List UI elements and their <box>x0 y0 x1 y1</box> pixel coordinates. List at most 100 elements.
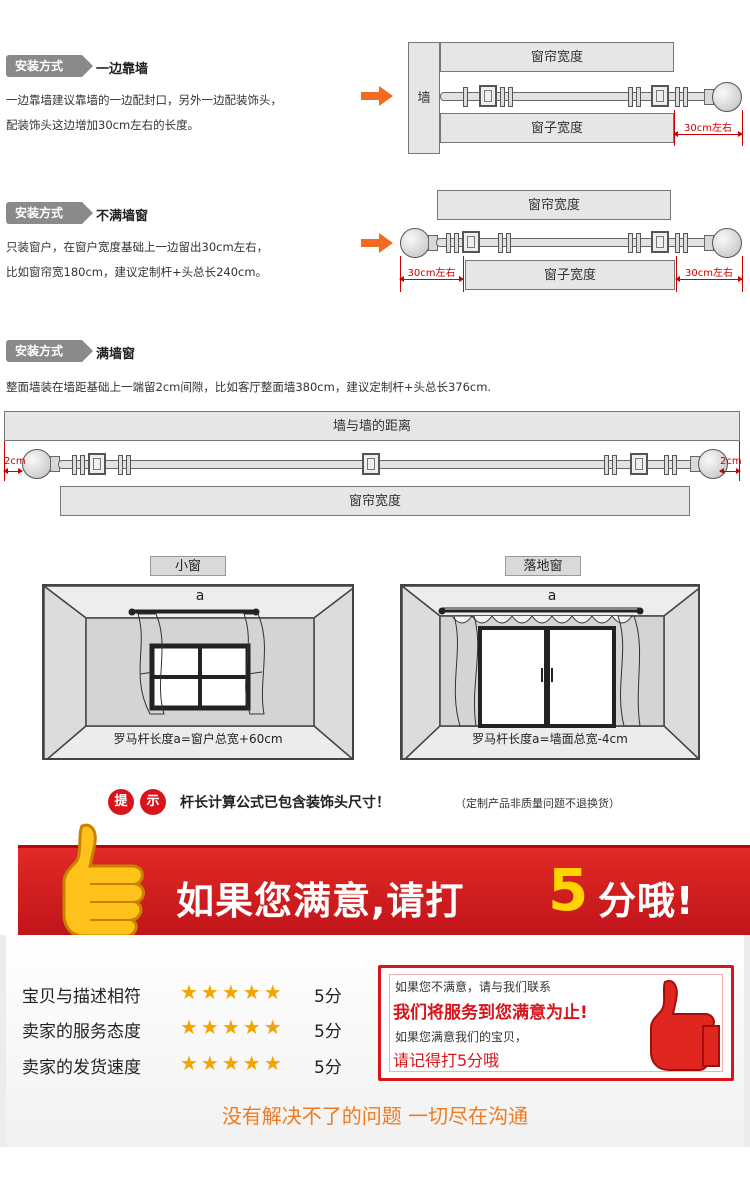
ring <box>628 233 633 253</box>
ring <box>612 455 617 475</box>
ring <box>446 233 451 253</box>
measure-label: 30cm左右 <box>407 268 456 279</box>
bracket-2b <box>651 231 669 253</box>
thumbs-up-icon <box>62 823 145 938</box>
ring <box>498 233 503 253</box>
bracket-3a <box>88 453 106 475</box>
note-line-2: 我们将服务到您满意为止! <box>393 1003 588 1023</box>
measure-30cm-1: 30cm左右 <box>673 119 743 137</box>
finial-ball-icon <box>400 228 430 258</box>
desc-2-line-1: 只装窗户，在窗户宽度基础上一边留出30cm左右， <box>6 240 269 254</box>
wall-block: 墙 <box>408 42 440 154</box>
desc-2-line-2: 比如窗帘宽180cm，建议定制杆+头总长240cm。 <box>6 265 268 279</box>
ring <box>683 233 688 253</box>
mode-name-3: 满墙窗 <box>96 347 136 362</box>
curtain-width-box-1: 窗帘宽度 <box>440 42 674 72</box>
measure-guide <box>739 441 740 481</box>
ring <box>672 455 677 475</box>
arrow-right-icon <box>361 86 395 106</box>
ring <box>636 233 641 253</box>
measure-guide <box>742 110 743 146</box>
measure-label: 30cm左右 <box>684 123 732 134</box>
measure-30cm-left: 30cm左右 <box>399 264 464 282</box>
finial-ball-icon <box>22 449 52 479</box>
floor-window-label: 落地窗 <box>505 556 581 576</box>
rating-label-3: 卖家的发货速度 <box>22 1058 141 1078</box>
rating-stars-3: ★★★★★ <box>180 1051 285 1075</box>
note-line-4: 请记得打5分哦 <box>393 1051 500 1070</box>
floor-window-a-label: a <box>547 588 557 604</box>
measure-label: 30cm左右 <box>685 268 733 279</box>
rating-stars-1: ★★★★★ <box>180 980 285 1004</box>
desc-1: 一边靠墙建议靠墙的一边配封口，另外一边配装饰头， 配装饰头这边增加30cm左右的… <box>6 88 356 138</box>
banner-text-after: 分哦! <box>598 879 695 923</box>
rating-label-2: 卖家的服务态度 <box>22 1022 141 1042</box>
rating-score-2: 5分 <box>314 1022 342 1042</box>
banner-text-before: 如果您满意,请打 <box>176 879 465 923</box>
satisfaction-note: 如果您不满意，请与我们联系 我们将服务到您满意为止! 如果您满意我们的宝贝， 请… <box>378 965 734 1081</box>
ring <box>628 87 633 107</box>
desc-1-line-1: 一边靠墙建议靠墙的一边配封口，另外一边配装饰头， <box>6 93 282 107</box>
measure-guide <box>674 110 675 146</box>
ring <box>500 87 505 107</box>
wall-distance-box: 墙与墙的距离 <box>4 411 740 441</box>
ring <box>454 233 459 253</box>
tip-badge-1: 提 <box>108 789 134 815</box>
ring <box>683 87 688 107</box>
rating-score-3: 5分 <box>314 1058 342 1078</box>
ring <box>664 455 669 475</box>
bracket-3c <box>630 453 648 475</box>
window-width-box-2: 窗子宽度 <box>465 260 675 290</box>
small-window-room: a 罗马杆长度a=窗户总宽+60cm <box>42 584 354 760</box>
mode-name-2: 不满墙窗 <box>96 209 149 224</box>
note-line-3: 如果您满意我们的宝贝， <box>395 1030 528 1044</box>
ring <box>80 455 85 475</box>
tip-main-text: 杆长计算公式已包含装饰头尺寸！ <box>180 795 390 811</box>
ring <box>118 455 123 475</box>
floor-window-caption: 罗马杆长度a=墙面总宽-4cm <box>472 732 628 746</box>
ring <box>636 87 641 107</box>
ring <box>604 455 609 475</box>
measure-guide <box>742 256 743 292</box>
floor-window-room: a 罗马杆长度a=墙面总宽-4cm <box>400 584 700 760</box>
finial-ball-icon <box>698 449 728 479</box>
measure-guide <box>463 256 464 292</box>
bracket-2a <box>462 231 480 253</box>
small-window-label: 小窗 <box>150 556 226 576</box>
note-line-1: 如果您不满意，请与我们联系 <box>395 980 552 994</box>
finial-ball-icon <box>712 82 742 112</box>
arrow-right-icon <box>361 233 395 253</box>
ring <box>508 87 513 107</box>
curtain-width-box-2: 窗帘宽度 <box>437 190 671 220</box>
tip-badge-2: 示 <box>140 789 166 815</box>
ring <box>675 233 680 253</box>
window-width-box-1: 窗子宽度 <box>440 113 674 143</box>
mode-name-1: 一边靠墙 <box>96 62 149 77</box>
small-window-illustration <box>44 586 352 758</box>
slogan: 没有解决不了的问题 一切尽在沟通 <box>221 1104 529 1128</box>
bracket-1a <box>479 85 497 107</box>
rating-label-1: 宝贝与描述相符 <box>22 987 141 1007</box>
measure-guide <box>400 256 401 292</box>
floor-window-illustration <box>402 586 698 758</box>
measure-30cm-right: 30cm左右 <box>675 264 743 282</box>
rating-stars-2: ★★★★★ <box>180 1015 285 1039</box>
measure-label: 2cm <box>720 456 742 467</box>
install-mode-tag-2: 安装方式 <box>6 202 93 224</box>
install-mode-tag-3: 安装方式 <box>6 340 93 362</box>
measure-guide <box>676 256 677 292</box>
ring <box>72 455 77 475</box>
tip-sub-text: （定制产品非质量问题不退换货） <box>455 797 620 810</box>
measure-label: 2cm <box>4 456 26 467</box>
desc-3: 整面墙装在墙距基础上一端留2cm间隙，比如客厅整面墙380cm，建议定制杆+头总… <box>6 380 492 394</box>
curtain-width-box-3: 窗帘宽度 <box>60 486 690 516</box>
desc-1-line-2: 配装饰头这边增加30cm左右的长度。 <box>6 118 200 132</box>
measure-2cm-right: 2cm <box>719 456 742 474</box>
ring <box>463 87 468 107</box>
ring <box>675 87 680 107</box>
bracket-3b <box>362 453 380 475</box>
install-mode-tag-1: 安装方式 <box>6 55 93 77</box>
banner-five: 5 <box>548 856 589 924</box>
ring <box>126 455 131 475</box>
small-window-caption: 罗马杆长度a=窗户总宽+60cm <box>113 732 283 746</box>
